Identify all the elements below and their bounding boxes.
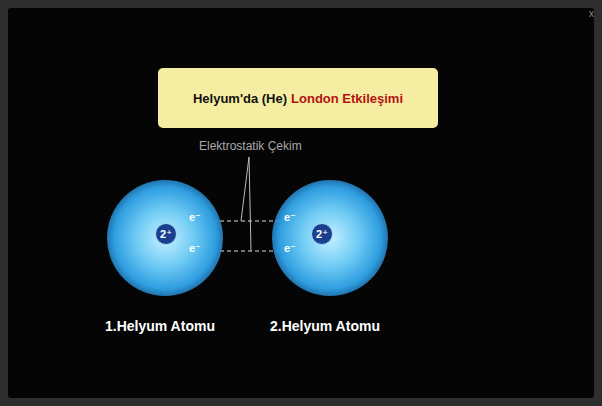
close-button: x: [589, 8, 594, 19]
nucleus-charge: 2⁺: [160, 229, 172, 240]
helium-atom: 1.Helyum Atomu2⁺: [107, 180, 223, 296]
interaction-label: Elektrostatik Çekim: [199, 139, 302, 153]
leader-line: [249, 157, 251, 251]
atom-label: 2.Helyum Atomu: [270, 318, 380, 334]
electron: e⁻: [189, 211, 201, 224]
nucleus: 2⁺: [311, 223, 333, 245]
electron: e⁻: [284, 242, 296, 255]
leader-line: [241, 157, 249, 221]
title-box: Helyum'da (He) London Etkileşimi: [158, 68, 438, 128]
title-text: Helyum'da (He): [193, 91, 287, 106]
nucleus: 2⁺: [155, 223, 177, 245]
helium-atom: 2.Helyum Atomu2⁺: [272, 180, 388, 296]
title-highlight: London Etkileşimi: [291, 91, 403, 106]
atom-label: 1.Helyum Atomu: [105, 318, 215, 334]
electron: e⁻: [189, 242, 201, 255]
electron: e⁻: [284, 211, 296, 224]
nucleus-charge: 2⁺: [316, 229, 328, 240]
